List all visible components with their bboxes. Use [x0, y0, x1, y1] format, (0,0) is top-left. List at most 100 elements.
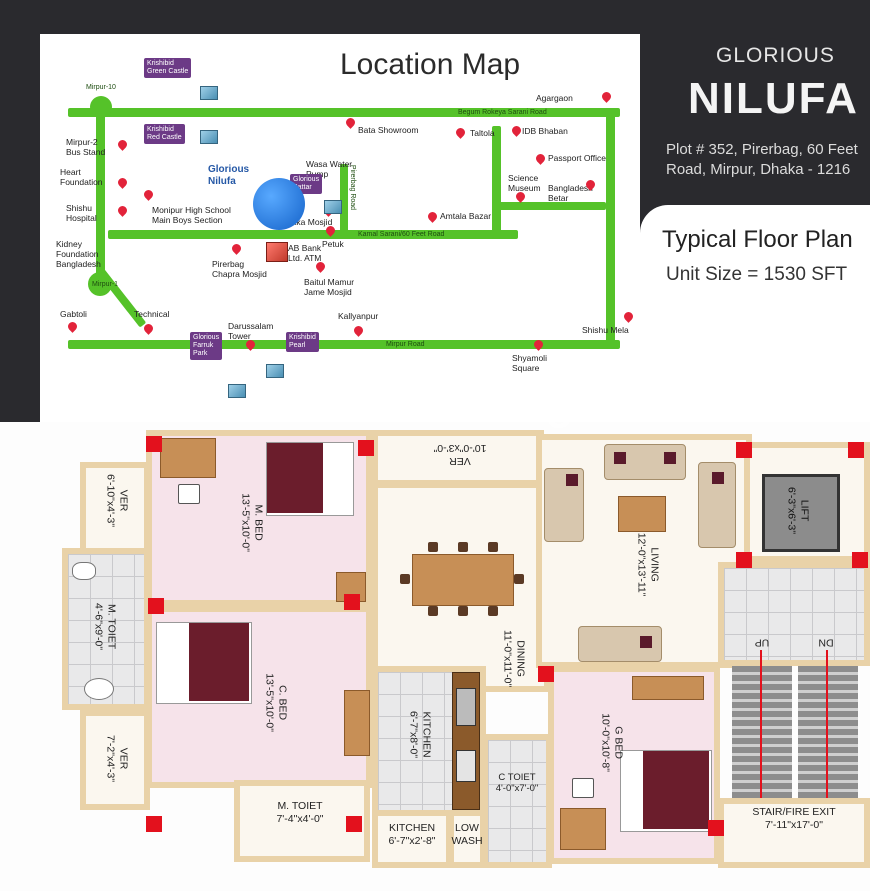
label-g-bed-name: G BED [612, 726, 625, 759]
place-amtala-bazar: Amtala Bazar [440, 211, 492, 221]
road-pirerbag [340, 164, 348, 236]
chair-icon [458, 606, 468, 616]
place-idb-bhaban: IDB Bhaban [522, 126, 568, 136]
tag-green-castle-line-2: Green Castle [147, 68, 189, 76]
road-mirpur1-roundabout [88, 272, 112, 296]
road-label-mirpur-10: Mirpur-10 [86, 84, 116, 91]
lift-car [762, 474, 840, 552]
cushion-icon [712, 472, 724, 484]
room-stair-lobby [718, 562, 870, 666]
place-baitul-line-2: Jame Mosjid [304, 286, 352, 297]
chair-icon [428, 542, 438, 552]
room-veranda-middle [372, 430, 544, 486]
chair-icon [458, 542, 468, 552]
place-shishu-line-2: Hospital [66, 212, 97, 223]
road-begum-connector [492, 126, 501, 238]
road-west-vertical [96, 108, 105, 278]
place-kidney-foundation: Kidney Foundation Bangladesh [56, 239, 101, 269]
place-paka-mosjid: Paka Mosjid [286, 217, 333, 227]
label-ver-bottom: VER 7'-2"x4'-3" [104, 716, 130, 802]
study-desk [560, 808, 606, 850]
place-kallyanpur: Kallyanpur [338, 311, 379, 321]
location-pin-icon [352, 324, 365, 337]
cushion-icon [614, 452, 626, 464]
location-pin-icon [116, 176, 129, 189]
place-science-line-1: Science [508, 173, 539, 183]
tag-krishibid-red-castle: Krishibid Red Castle [144, 124, 185, 145]
place-shishu-hospital: Shishu Hospital [66, 203, 97, 224]
label-ver-mid-name: VER [449, 455, 471, 468]
place-passport-office: Passport Office [548, 153, 606, 163]
tag-sattar-line-1: Glorious [293, 176, 320, 183]
arrow-up-icon [760, 650, 762, 800]
tag-sattar-line-2: Sattar [293, 184, 312, 192]
road-label-kamal-sarani: Kamal Sarani/60 Feet Road [358, 231, 445, 238]
label-stair: STAIR/FIRE EXIT 7'-11"x17'-0" [724, 806, 864, 831]
label-kitchen-2: KITCHEN 6'-7"x2'-8" [376, 822, 448, 847]
basin-icon [72, 562, 96, 580]
place-ab-line-2: Ltd. ATM [288, 252, 322, 263]
building-icon [200, 86, 218, 100]
master-bed-furniture [266, 442, 354, 516]
place-heart-foundation: Heart Foundation [60, 167, 103, 188]
place-shishu-mela: Shishu Mela [582, 325, 629, 335]
label-dn: DN [818, 636, 834, 649]
location-pin-icon [600, 90, 613, 103]
address-line-2: Road, Mirpur, Dhaka - 1216 [666, 160, 851, 178]
building-icon [228, 384, 246, 398]
location-pin-icon [510, 124, 523, 137]
tag-krishibid-pearl: Krishibid Pearl [286, 332, 319, 353]
location-pin-icon [116, 138, 129, 151]
label-m-bed-name: M. BED [252, 504, 265, 541]
coffee-table [618, 496, 666, 532]
column-marker [146, 816, 162, 832]
label-up: UP [754, 636, 770, 649]
place-kidney-line-2: Foundation [56, 248, 99, 259]
place-heart-line-1: Heart [60, 167, 81, 177]
location-pin-icon [66, 320, 79, 333]
road-label-mirpur-road: Mirpur Road [386, 341, 425, 348]
place-darussalam-tower: Darussalam Tower [228, 321, 273, 342]
label-m-toilet-name: M. TOIET [105, 604, 118, 650]
guest-bed-furniture [620, 750, 712, 832]
place-shyamoli-line-2: Square [512, 362, 540, 373]
cushion-icon [566, 474, 578, 486]
label-ver-mid-size: 10'-0"x3'-0" [433, 442, 487, 455]
place-gabtoli: Gabtoli [60, 309, 87, 319]
place-monipur-school: Monipur High School Main Boys Section [152, 205, 231, 226]
label-c-toilet-name: C TOIET [498, 772, 536, 783]
tag-pearl-line-2: Pearl [289, 342, 306, 350]
map-title: Location Map [340, 48, 521, 81]
label-dining-size: 11'-0"x11'-0" [502, 630, 514, 688]
place-wasa-water-pump: Wasa Water Pump [306, 159, 353, 180]
label-stair-size: 7'-11"x17'-0" [765, 818, 823, 831]
label-wash: WASH [451, 834, 483, 847]
label-kitchen-size: 6'-7"x8'-0" [408, 711, 420, 759]
plan-info-panel [640, 205, 870, 435]
location-pin-icon [454, 126, 467, 139]
column-marker [358, 440, 374, 456]
label-ver-bottom-name: VER [117, 747, 130, 770]
wardrobe [344, 690, 370, 756]
unit-size: Unit Size = 1530 SFT [666, 264, 848, 285]
tag-farruk-line-3: Park [193, 350, 208, 358]
chair-icon [488, 542, 498, 552]
address-line-1: Plot # 352, Pirerbag, 60 Feet [666, 141, 858, 158]
road-label-begum-rokeya: Begum Rokeya Sarani Road [458, 109, 547, 116]
place-mirpur-2-bus-stand: Mirpur-2 Bus Stand [66, 137, 105, 158]
label-c-toilet-size: 4'-0"x7'-0" [495, 783, 539, 795]
label-dining-name: DINING [514, 640, 527, 677]
place-wasa-line-1: Wasa Water [306, 159, 353, 169]
label-living-name: LIVING [648, 547, 661, 582]
tag-glorious-farruk-park: Glorious Farruk Park [190, 332, 223, 361]
cushion-icon [640, 636, 652, 648]
dining-table [412, 554, 514, 606]
road-kamal-sarani [108, 230, 518, 239]
label-dining: DINING 11'-0"x11'-0" [501, 611, 527, 707]
location-pin-icon [344, 116, 357, 129]
label-low: LOW [455, 822, 479, 834]
place-petuk: Petuk [322, 239, 344, 249]
column-marker [852, 552, 868, 568]
road-label-mirpur-1: Mirpur-1 [92, 281, 119, 288]
